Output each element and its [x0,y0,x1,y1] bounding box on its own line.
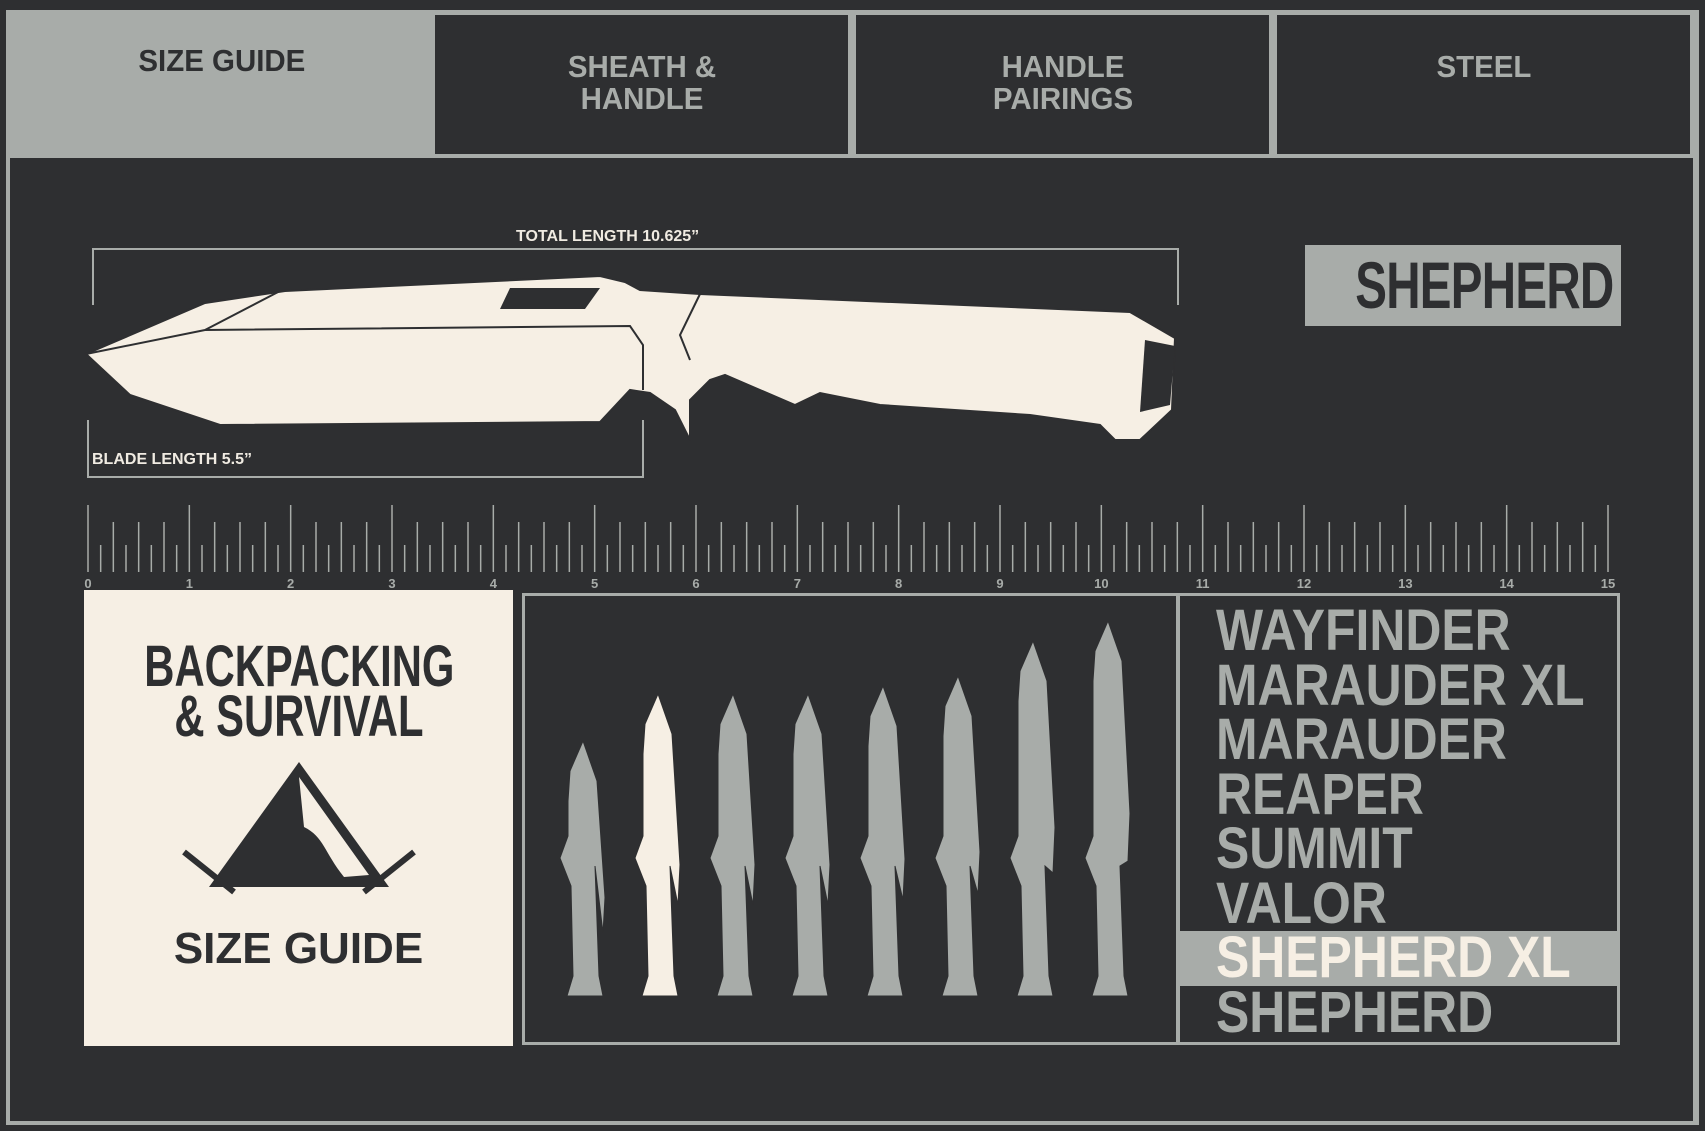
ruler-label: 12 [1296,576,1312,591]
model-shepherd[interactable]: SHEPHERD [1216,979,1494,1045]
category-card: BACKPACKING& SURVIVAL SIZE GUIDE [84,590,513,1046]
category-title-line1: BACKPACKING [144,634,455,699]
tab-label: STEEL [1436,49,1531,84]
ruler-label: 7 [793,576,801,591]
model-valor[interactable]: VALOR [1216,870,1387,936]
ruler-label: 5 [591,576,599,591]
tab-label: SHEATH & HANDLE [567,49,716,116]
lineup-knife [934,674,981,997]
blade-length-label: BLADE LENGTH 5.5” [92,451,253,468]
knife-name-badge: SHEPHERD XL [1305,245,1621,326]
knife-illustration [84,274,1177,441]
tab-label: SIZE GUIDE [138,43,305,78]
lineup-knife [1009,639,1056,997]
ruler-label: 0 [84,576,92,591]
total-length-label: TOTAL LENGTH 10.625” [516,228,700,245]
lineup-knife [1084,619,1131,997]
category-title-line2: & SURVIVAL [173,684,424,749]
model-shepherd-xl[interactable]: SHEPHERD XL [1180,929,1617,986]
model-summit[interactable]: SUMMIT [1216,816,1413,881]
ruler-label: 2 [287,576,295,591]
ruler-label: 3 [388,576,396,591]
ruler-label: 14 [1499,576,1514,591]
model-marauder-xl[interactable]: MARAUDER XL [1216,652,1585,718]
blade-length-bracket [87,420,644,478]
category-subtitle: SIZE GUIDE [173,924,424,973]
ruler-label: 4 [489,576,497,591]
knife-lineup [522,593,1179,1045]
tent-icon [181,762,416,895]
knife-name: SHEPHERD XL [1355,248,1614,322]
tab-steel[interactable]: STEEL [1277,15,1690,154]
ruler-label: 13 [1398,576,1413,591]
lineup-knife [709,692,756,997]
model-marauder[interactable]: MARAUDER [1216,707,1507,772]
ruler-label: 9 [996,576,1004,591]
model-reaper[interactable]: REAPER [1216,761,1424,827]
ruler-label: 1 [185,576,193,591]
tab-label: HANDLE PAIRINGS [992,49,1133,116]
tab-sheath-handle[interactable]: SHEATH & HANDLE [435,15,848,154]
ruler-label: 6 [692,576,700,591]
model-wayfinder[interactable]: WAYFINDER [1216,598,1511,663]
tab-handle-pairings[interactable]: HANDLE PAIRINGS [856,15,1269,154]
ruler [87,505,1609,572]
lineup-knife [784,692,831,997]
total-length-bracket [92,248,1179,305]
ruler-label: 10 [1094,576,1109,591]
ruler-label: 8 [895,576,903,591]
tab-size-guide[interactable]: SIZE GUIDE [10,15,433,154]
lineup-knife [634,692,681,997]
ruler-label: 15 [1600,576,1616,591]
lineup-knife [859,684,906,997]
model-list: WAYFINDER MARAUDER XL MARAUDER REAPER SU… [1178,593,1620,1045]
lineup-knife [559,739,606,997]
ruler-label: 11 [1195,576,1210,591]
